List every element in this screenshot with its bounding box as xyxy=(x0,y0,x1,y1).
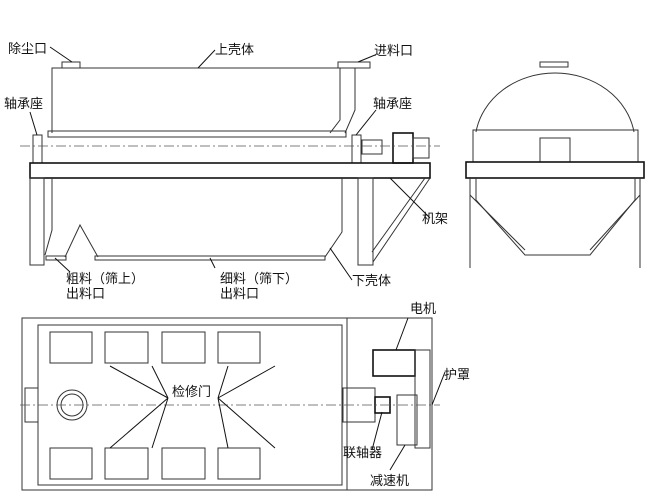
label-inspection-door: 检修门 xyxy=(172,385,212,400)
frame-leg-right xyxy=(357,177,374,266)
label-coupling: 联轴器 xyxy=(343,446,383,461)
label-coarse-outlet-2: 出料口 xyxy=(66,287,106,302)
label-bearing-seat-right: 轴承座 xyxy=(373,97,413,112)
plan-frame xyxy=(21,317,348,491)
bearing-seat-right xyxy=(351,134,362,164)
label-bearing-seat-left: 轴承座 xyxy=(4,97,44,112)
end-inlet xyxy=(539,61,569,68)
frame-brace xyxy=(371,177,431,263)
end-band xyxy=(472,129,639,163)
dust-outlet xyxy=(61,61,81,69)
label-fine-outlet-1: 细料（筛下） xyxy=(220,272,299,287)
label-frame: 机架 xyxy=(422,212,449,227)
end-bearing xyxy=(539,137,571,163)
coarse-outlet xyxy=(45,255,67,261)
frame-leg-left xyxy=(29,177,45,266)
upper-shell xyxy=(51,67,356,134)
feed-inlet xyxy=(337,61,371,69)
end-frame-beam xyxy=(465,161,645,179)
label-motor: 电机 xyxy=(410,302,437,317)
label-feed-inlet: 进料口 xyxy=(374,44,414,59)
motor-end xyxy=(412,137,430,159)
side-view xyxy=(20,46,440,281)
plan-guard xyxy=(414,349,431,449)
fine-outlet xyxy=(94,255,326,261)
end-hopper xyxy=(475,178,636,256)
plan-reducer xyxy=(396,394,418,446)
lower-shell xyxy=(44,178,343,258)
dome-cover xyxy=(475,72,635,133)
frame-beam xyxy=(29,162,431,179)
end-view xyxy=(465,61,645,268)
coupling xyxy=(361,139,383,155)
plan-view xyxy=(20,317,446,491)
label-fine-outlet-2: 出料口 xyxy=(220,287,260,302)
inspection-doors xyxy=(49,331,261,480)
label-guard: 护罩 xyxy=(444,368,471,383)
label-coarse-outlet-1: 粗料（筛上） xyxy=(66,272,145,287)
label-dust-outlet: 除尘口 xyxy=(8,42,48,57)
label-upper-shell: 上壳体 xyxy=(215,43,255,58)
reducer xyxy=(392,132,414,164)
plan-leaders xyxy=(109,317,446,471)
plan-motor xyxy=(372,349,416,377)
end-legs xyxy=(469,178,641,268)
label-lower-shell: 下壳体 xyxy=(352,274,392,289)
shell-flange xyxy=(47,130,347,138)
label-reducer: 减速机 xyxy=(370,474,410,489)
bearing-seat-left xyxy=(32,134,43,164)
